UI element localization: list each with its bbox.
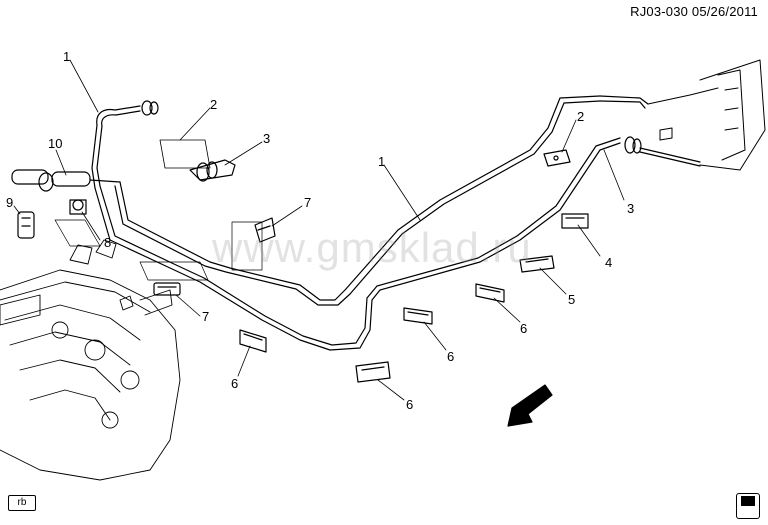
- clip-7-lower: [153, 282, 181, 296]
- clip-5: [519, 255, 555, 273]
- callout-2-right: 2: [577, 109, 585, 124]
- callout-9: 9: [6, 195, 14, 210]
- clip-6-bottom: [355, 361, 391, 383]
- clip-6-mid1: [403, 307, 433, 325]
- callout-1-left: 1: [63, 49, 71, 64]
- callout-8: 8: [104, 235, 112, 250]
- main-pipe-bundle: [94, 95, 649, 351]
- bracket-right: [543, 149, 571, 167]
- callout-4: 4: [605, 255, 613, 270]
- callout-6-mid2: 6: [520, 321, 528, 336]
- clip-7-upper: [254, 217, 276, 243]
- drawing-reference-code: RJ03-030 05/26/2011: [630, 4, 758, 19]
- quick-connector-left: [189, 159, 236, 182]
- callout-5: 5: [568, 292, 576, 307]
- left-hose: [91, 100, 159, 189]
- callout-6-mid1: 6: [447, 349, 455, 364]
- callout-10: 10: [48, 136, 63, 151]
- fitting-cluster-left: [11, 169, 121, 239]
- clip-4: [561, 213, 589, 229]
- callout-7-lower: 7: [202, 309, 210, 324]
- watermark-text: www.gmsklad.ru: [212, 224, 532, 271]
- callout-2-left: 2: [210, 97, 218, 112]
- gm-spo-logo: [736, 493, 760, 519]
- gm-logo-mark: [741, 496, 755, 506]
- front-direction-arrow: [507, 384, 553, 427]
- callout-6-bottom: 6: [406, 397, 414, 412]
- engine-block: [0, 239, 181, 481]
- callout-3-right: 3: [627, 201, 635, 216]
- clip-6-mid2: [475, 283, 505, 303]
- corner-tag: rb: [8, 495, 36, 511]
- leader-lines: [13, 59, 625, 401]
- callout-3-left: 3: [263, 131, 271, 146]
- clip-6-left: [239, 329, 267, 353]
- callout-1-center: 1: [378, 154, 386, 169]
- quick-connector-right: [624, 136, 701, 167]
- callout-7-upper: 7: [304, 195, 312, 210]
- clip-bracket-left: [159, 139, 211, 169]
- fuel-tank-fragment: [647, 59, 766, 171]
- callout-6-left: 6: [231, 376, 239, 391]
